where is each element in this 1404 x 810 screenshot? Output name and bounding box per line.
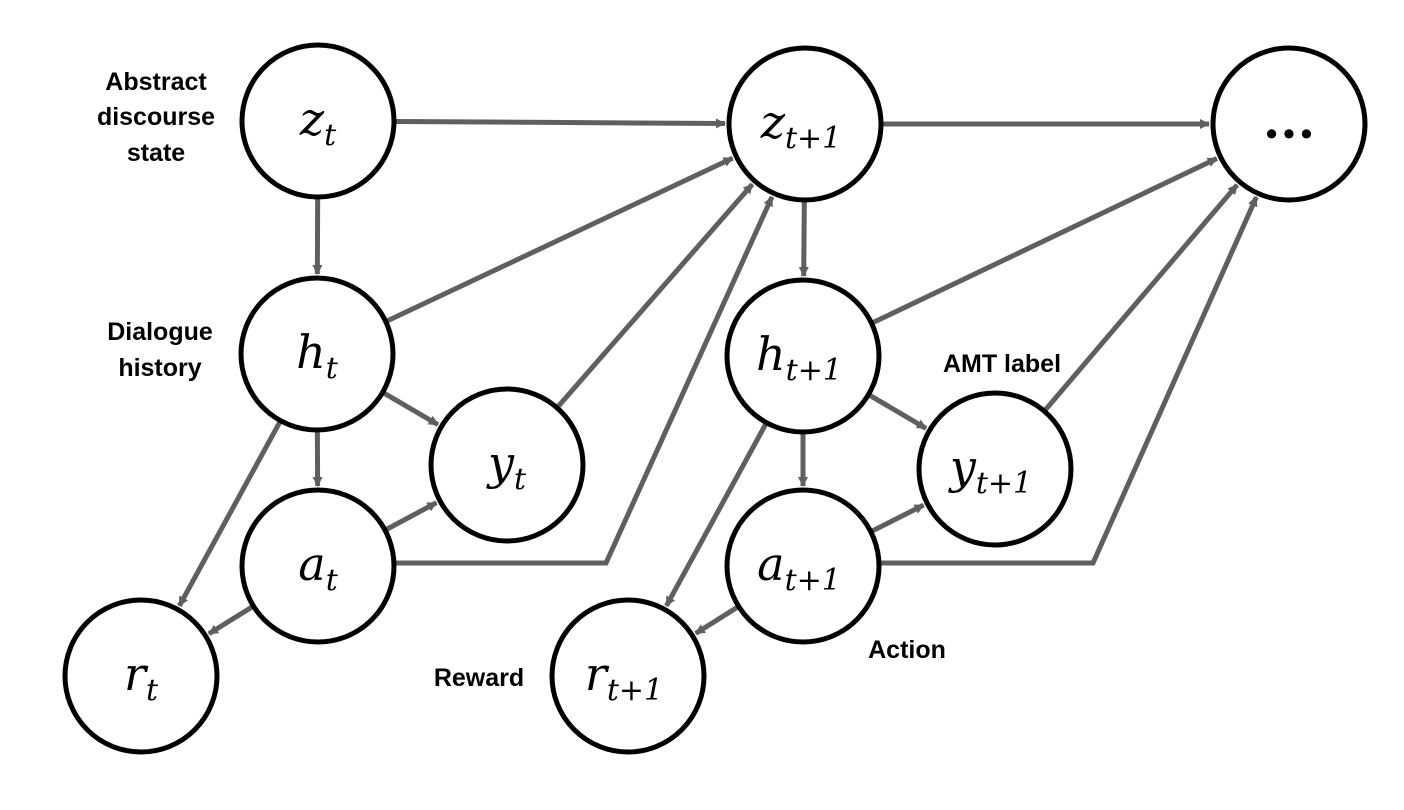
edge-y-t1-to-dots bbox=[1043, 183, 1240, 412]
edge-y-t-to-z-t1 bbox=[556, 182, 755, 408]
node-dots: ... bbox=[1210, 45, 1368, 203]
node-r-t: rt bbox=[62, 597, 220, 755]
node-circle bbox=[916, 390, 1074, 548]
node-subscript: t bbox=[324, 118, 337, 153]
edge-h-t-to-r-t bbox=[177, 421, 282, 608]
edge-h-t1-to-y-t1 bbox=[868, 393, 928, 431]
node-a-t1: at+1 bbox=[724, 487, 882, 645]
edge-a-t-to-r-t bbox=[207, 605, 254, 636]
edge-z-t1-to-h-t1 bbox=[798, 201, 809, 278]
node-subscript: t+1 bbox=[607, 673, 663, 708]
node-label: yt+1 bbox=[948, 440, 1032, 501]
node-h-t: ht bbox=[238, 275, 396, 433]
node-variable: a bbox=[757, 537, 784, 591]
edge-z-t-to-z-t1 bbox=[395, 118, 727, 129]
node-label: ht bbox=[296, 325, 339, 386]
node-label: ht+1 bbox=[756, 327, 842, 388]
node-label: at+1 bbox=[757, 537, 841, 598]
node-circle bbox=[724, 277, 882, 435]
node-variable: r bbox=[124, 647, 149, 701]
edge-a-t1-to-dots bbox=[881, 196, 1259, 566]
node-subscript: t bbox=[326, 351, 339, 386]
node-subscript: t bbox=[514, 462, 527, 497]
node-variable: h bbox=[756, 327, 786, 381]
node-subscript: t bbox=[326, 563, 339, 598]
action-label-text: Action bbox=[868, 636, 946, 664]
node-circle bbox=[238, 275, 396, 433]
node-label: rt bbox=[124, 647, 159, 708]
node-label: rt+1 bbox=[585, 647, 663, 708]
node-subscript: t+1 bbox=[785, 121, 841, 156]
node-circle bbox=[239, 487, 397, 645]
node-z-t1: zt+1 bbox=[726, 45, 884, 203]
node-subscript: t+1 bbox=[785, 563, 841, 598]
reward-label-text: Reward bbox=[434, 664, 524, 692]
node-circle bbox=[1210, 45, 1368, 203]
node-label: zt bbox=[299, 92, 337, 153]
dialogue-history-label-line-2: history bbox=[118, 354, 201, 382]
node-label: zt+1 bbox=[760, 95, 842, 156]
node-variable: y bbox=[486, 436, 515, 490]
node-subscript: t+1 bbox=[786, 353, 842, 388]
node-variable: z bbox=[299, 92, 325, 146]
node-variable: y bbox=[948, 440, 977, 494]
node-variable: z bbox=[760, 95, 786, 149]
node-circle bbox=[724, 487, 882, 645]
node-a-t: at bbox=[239, 487, 397, 645]
node-y-t: yt bbox=[428, 386, 586, 544]
edge-h-t1-to-dots bbox=[872, 156, 1218, 325]
node-variable: r bbox=[585, 647, 610, 701]
edge-a-t-to-y-t bbox=[385, 500, 438, 532]
node-variable: a bbox=[298, 537, 325, 591]
node-circle bbox=[62, 597, 220, 755]
node-r-t1: rt+1 bbox=[549, 597, 707, 755]
node-label: yt bbox=[486, 436, 527, 497]
node-y-t1: yt+1 bbox=[916, 390, 1074, 548]
abstract-state-label-line-1: Abstract bbox=[105, 68, 207, 96]
abstract-state-label-line-2: discourse bbox=[97, 103, 215, 131]
node-circle bbox=[428, 386, 586, 544]
node-circle bbox=[726, 45, 884, 203]
node-subscript: t bbox=[146, 673, 159, 708]
node-variable: h bbox=[296, 325, 326, 379]
node-h-t1: ht+1 bbox=[724, 277, 882, 435]
node-label: at bbox=[298, 537, 338, 598]
edge-a-t-to-z-t1 bbox=[396, 195, 775, 566]
dialogue-history-label-line-1: Dialogue bbox=[107, 318, 213, 346]
edge-h-t-to-z-t1 bbox=[386, 155, 734, 324]
edge-h-t1-to-r-t1 bbox=[664, 423, 768, 608]
abstract-state-label-line-3: state bbox=[127, 139, 185, 167]
edge-a-t1-to-r-t1 bbox=[694, 605, 739, 636]
node-z-t: zt bbox=[239, 42, 397, 200]
edges bbox=[177, 118, 1259, 636]
amt-label-text: AMT label bbox=[943, 350, 1061, 378]
node-subscript: t+1 bbox=[976, 466, 1032, 501]
node-circle bbox=[549, 597, 707, 755]
node-circle bbox=[239, 42, 397, 200]
edge-a-t1-to-y-t1 bbox=[871, 502, 925, 534]
edge-h-t-to-y-t bbox=[383, 391, 440, 427]
node-ellipsis-text: ... bbox=[1263, 91, 1315, 150]
